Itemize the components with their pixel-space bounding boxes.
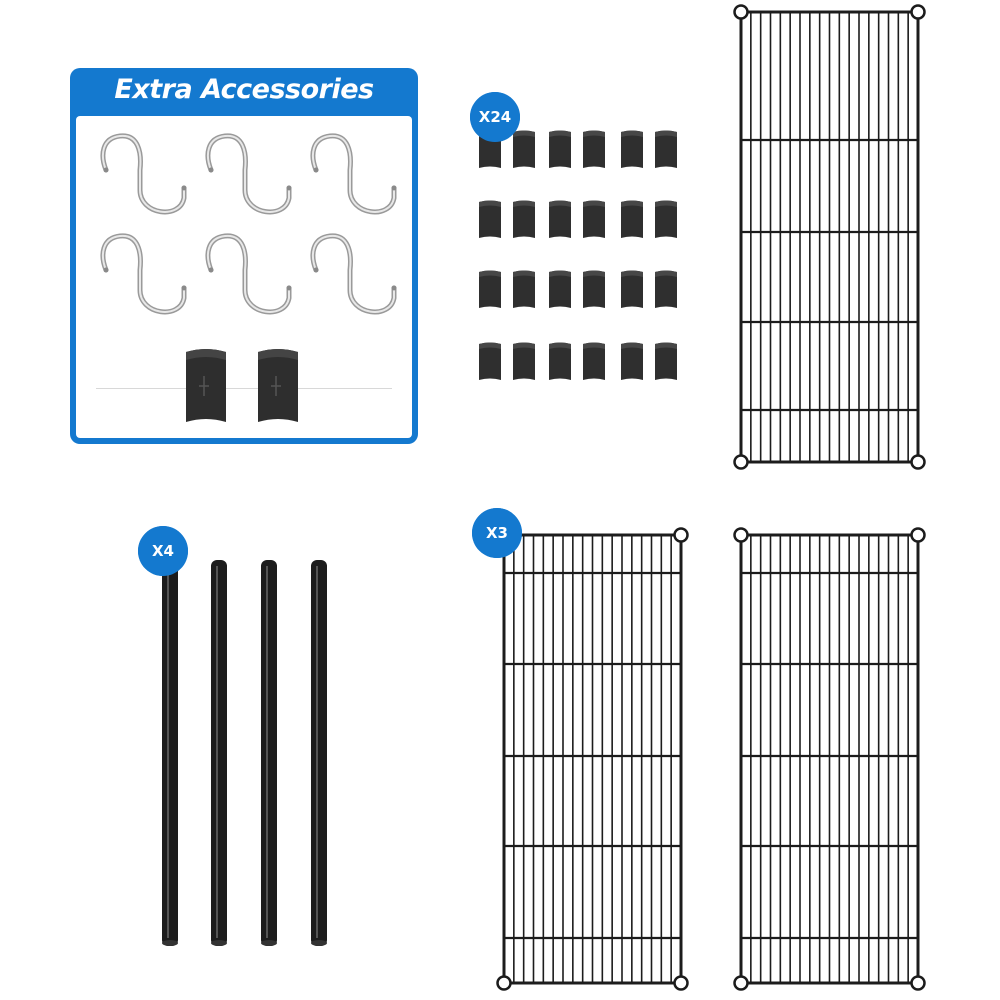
clip-icon [513,342,535,380]
clip-icon [655,130,677,168]
clip-icon [513,130,535,168]
clip-icon [583,342,605,380]
wire-shelf [733,527,926,991]
clip-icon [621,130,643,168]
wire-shelf [496,527,689,991]
pole-icon [211,560,227,946]
extra-accessories-title: Extra Accessories [114,74,374,105]
accessory-clips-group [186,349,298,422]
clip-icon [549,130,571,168]
clip-icon [583,130,605,168]
clip-icon [655,200,677,238]
clip-icon [479,270,501,308]
clip-icon [621,270,643,308]
clip-icon [549,200,571,238]
clip-icon [479,342,501,380]
clip-icon [655,270,677,308]
clip-icon [513,270,535,308]
hook-icon [100,133,187,215]
s-hooks-group [100,133,397,315]
pole-icon [162,560,178,946]
poles-group [162,560,327,946]
clip-icon [583,200,605,238]
pole-icon [261,560,277,946]
extra-accessories-panel: Extra Accessories [70,68,418,444]
shelf-clip-icon [186,349,226,422]
clips-quantity-badge-top: X24 [470,92,520,142]
poles-quantity-badge-top: X4 [138,526,188,576]
accessories-divider [96,388,392,389]
hook-icon [205,233,292,315]
hook-icon [310,233,397,315]
clip-icon [549,270,571,308]
hook-icon [100,233,187,315]
clip-icon [549,342,571,380]
clip-icon [621,200,643,238]
clip-icon [655,342,677,380]
clip-icon [479,200,501,238]
pole-icon [311,560,327,946]
shelves-quantity-badge-top: X3 [472,508,522,558]
hook-icon [205,133,292,215]
clip-icon [583,270,605,308]
clips-grid [479,130,677,380]
shelf-clip-icon [258,349,298,422]
clip-icon [513,200,535,238]
hook-icon [310,133,397,215]
wire-shelf [733,4,926,470]
clip-icon [621,342,643,380]
wire-shelves-group [496,4,926,991]
